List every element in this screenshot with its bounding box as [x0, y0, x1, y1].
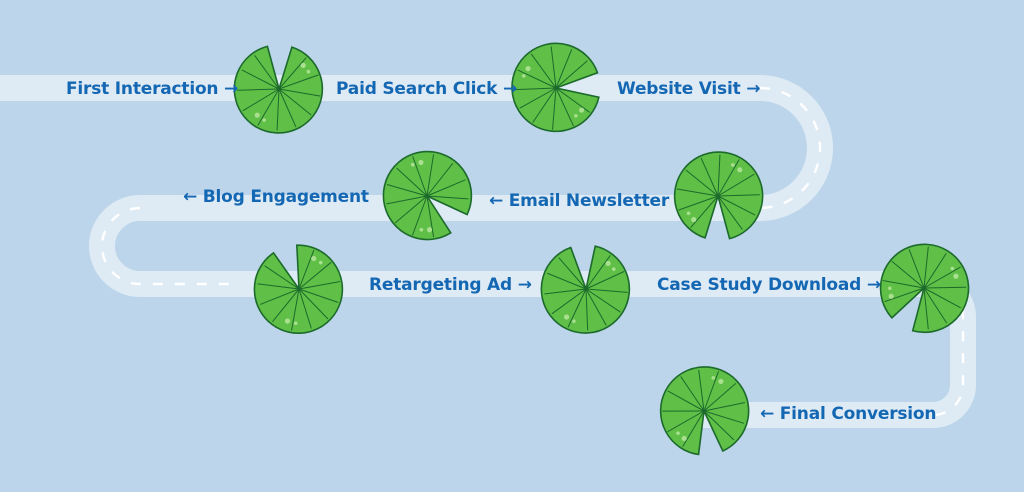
step-paid-search-click: Paid Search Click → [336, 79, 517, 99]
journey-path [0, 75, 976, 428]
step-website-visit: Website Visit → [617, 79, 761, 99]
lily-pad-icon [530, 234, 641, 344]
step-blog-engagement: ← Blog Engagement [183, 187, 369, 207]
lily-pad-icon [366, 134, 489, 257]
lily-pad-icon [237, 228, 360, 351]
lily-pad-icon [666, 144, 771, 248]
step-case-study-download: Case Study Download → [657, 275, 881, 295]
step-email-newsletter: ← Email Newsletter [489, 191, 670, 211]
step-retargeting-ad: Retargeting Ad → [369, 275, 532, 295]
step-final-conversion: ← Final Conversion [760, 404, 937, 424]
journey-path-dashes [100, 86, 965, 417]
step-first-interaction: First Interaction → [66, 79, 239, 99]
lily-pad-icon [226, 37, 331, 141]
lily-pad-icon [647, 353, 762, 468]
